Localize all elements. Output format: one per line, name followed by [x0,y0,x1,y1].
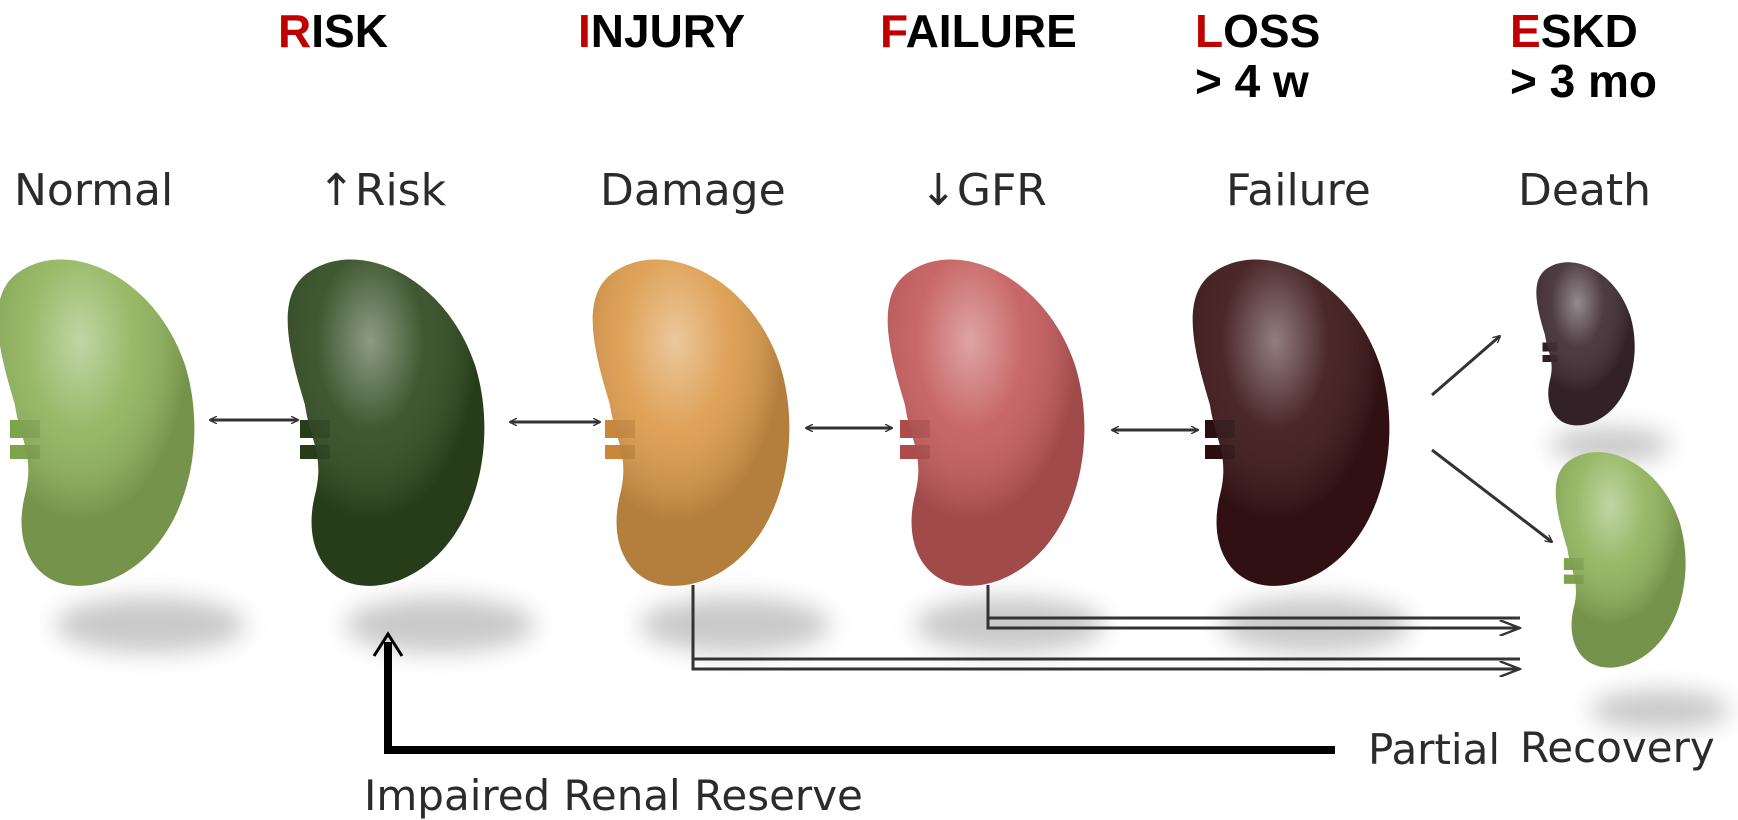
kidney-shadow-damage [640,597,830,653]
kidney-gfr-icon [888,259,1085,585]
kidney-damage-icon [593,259,790,585]
kidney-death-icon [1536,262,1634,425]
partial-label: Partial [1368,726,1500,774]
kidney-shadow-normal [55,597,245,653]
kidney-risk-icon [288,259,485,585]
kidney-shadow-risk [345,597,535,653]
impaired-renal-reserve-label: Impaired Renal Reserve [364,772,863,820]
arrow-failure-recovery [1432,450,1552,542]
kidney-recovery-icon [1556,452,1686,667]
kidney-failure-icon [1193,259,1390,585]
kidney-shadow-failure [1220,597,1410,653]
kidney-shadow-gfr [915,597,1105,653]
arrow-failure-death [1432,336,1500,395]
recovery-label: Recovery [1520,724,1715,772]
kidney-normal-icon [0,259,194,585]
